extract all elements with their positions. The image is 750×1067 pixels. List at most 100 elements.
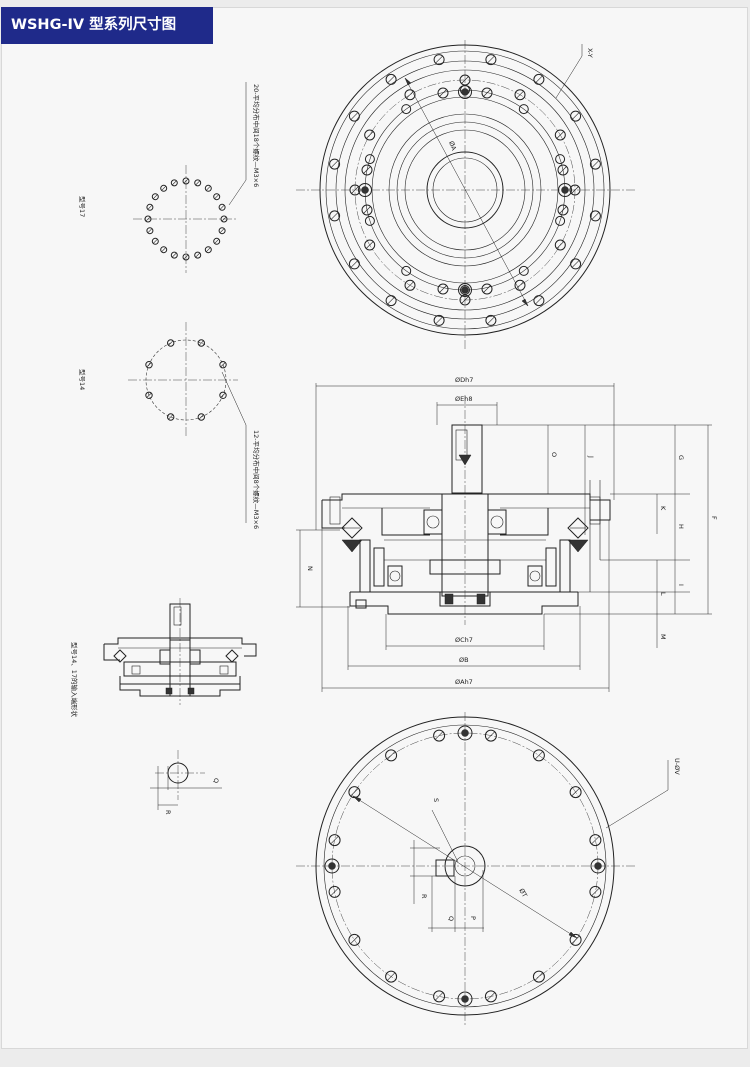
bolt-hole — [349, 184, 361, 196]
bolt-hole — [460, 285, 470, 295]
tapped-hole — [558, 183, 572, 197]
bolt-hole — [385, 749, 398, 762]
bolt-hole — [569, 184, 581, 196]
bolt-hole-mark — [387, 75, 395, 84]
small-hole-mark — [195, 180, 201, 186]
bolt-hole — [485, 54, 497, 66]
bolt-hole — [557, 164, 569, 176]
small-hole-mark — [205, 247, 211, 253]
bolt-hole-mark — [516, 90, 524, 99]
key-detail: Q R — [150, 750, 222, 815]
small-hole — [144, 215, 152, 223]
small-hole-mark — [221, 216, 227, 222]
bolt-hole-mark — [330, 160, 339, 168]
label-o: O — [550, 452, 558, 457]
small-hole — [182, 177, 190, 185]
bolt-hole — [404, 279, 416, 291]
bolt-hole — [570, 110, 582, 122]
drawing-sheet — [1, 7, 748, 1049]
tapped-hole-core — [328, 862, 336, 870]
small-hole-mark — [168, 340, 174, 346]
small-hole-mark — [198, 340, 204, 346]
small-hole-mark — [145, 216, 151, 222]
note-input-shape: 型号14、17的输入端形状 — [70, 642, 79, 718]
bolt-hole-mark — [350, 260, 359, 268]
small-hole — [146, 203, 154, 211]
bolt-hole-mark — [363, 166, 371, 174]
bolt-hole-mark — [483, 285, 491, 293]
bolt-hole — [533, 295, 545, 307]
bolt-hole — [437, 283, 449, 295]
bolt-hole — [361, 164, 373, 176]
bolt-hole-mark — [571, 186, 579, 194]
small-hole — [194, 179, 202, 187]
tapped-hole — [457, 991, 473, 1007]
tapped-hole — [590, 858, 606, 874]
small-hole-mark — [152, 238, 158, 244]
small-hole — [160, 184, 168, 192]
bolt-hole — [385, 970, 398, 983]
bolt-hole — [364, 129, 376, 141]
bolt-hole — [433, 729, 446, 742]
small-hole-mark — [219, 228, 225, 234]
small-hole — [146, 227, 154, 235]
small-hole-mark — [152, 194, 158, 200]
bolt-hole — [533, 73, 545, 85]
bolt-hole-mark — [486, 731, 496, 740]
small-hole-mark — [161, 247, 167, 253]
bolt-hole-mark — [559, 206, 567, 214]
tapped-hole — [458, 85, 472, 99]
small-hole-mark — [220, 362, 226, 368]
bolt-hole — [518, 265, 529, 276]
bolt-hole — [589, 885, 602, 898]
bolt-hole — [329, 210, 341, 222]
bolt-hole-mark — [516, 281, 524, 290]
small-hole — [145, 361, 153, 369]
small-hole — [151, 237, 159, 245]
label-phi-b: ØB — [459, 656, 469, 664]
small-hole — [218, 227, 226, 235]
bolt-hole-mark — [487, 55, 495, 64]
tapped-hole — [458, 283, 472, 297]
tapped-hole-core — [461, 286, 469, 294]
bolt-hole — [433, 990, 446, 1003]
bolt-hole — [554, 239, 566, 251]
small-hole-mark — [171, 252, 177, 258]
label-h: H — [677, 524, 685, 529]
small-hole — [151, 193, 159, 201]
bolt-hole-mark — [434, 992, 444, 1001]
bolt-hole-mark — [350, 112, 359, 120]
bolt-hole — [329, 158, 341, 170]
bolt-hole-mark — [330, 887, 339, 897]
bolt-hole-mark — [591, 835, 600, 845]
bolt-hole — [401, 265, 412, 276]
small-hole-mark — [198, 414, 204, 420]
bolt-hole — [532, 749, 545, 762]
tapped-hole-core — [594, 862, 602, 870]
bolt-hole-mark — [556, 241, 565, 249]
small-hole-mark — [219, 204, 225, 210]
bolt-hole — [361, 204, 373, 216]
bolt-hole-mark — [350, 788, 359, 797]
bolt-hole-mark — [559, 166, 567, 174]
page-title: WSHG-IV 型系列尺寸图 — [1, 7, 213, 44]
label-xy: X-Y — [586, 48, 594, 58]
label-p: P — [469, 916, 477, 920]
bolt-hole-mark — [483, 89, 491, 97]
bolt-hole-mark — [330, 835, 339, 845]
label-k: K — [659, 506, 667, 511]
bolt-hole — [518, 104, 529, 115]
bolt-hole — [484, 729, 497, 742]
bolt-hole — [404, 89, 416, 101]
bolt-hole-mark — [571, 935, 580, 944]
tapped-hole-core — [461, 88, 469, 96]
bolt-hole-mark — [351, 186, 359, 194]
small-hole — [213, 237, 221, 245]
bolt-hole — [401, 104, 412, 115]
bolt-hole — [481, 283, 493, 295]
label-i: I — [677, 584, 685, 586]
bolt-hole-mark — [461, 296, 469, 304]
bottom-view: ØT S U-ØV Q P R — [296, 712, 681, 1025]
small-hole — [219, 391, 227, 399]
bolt-hole — [589, 158, 601, 170]
